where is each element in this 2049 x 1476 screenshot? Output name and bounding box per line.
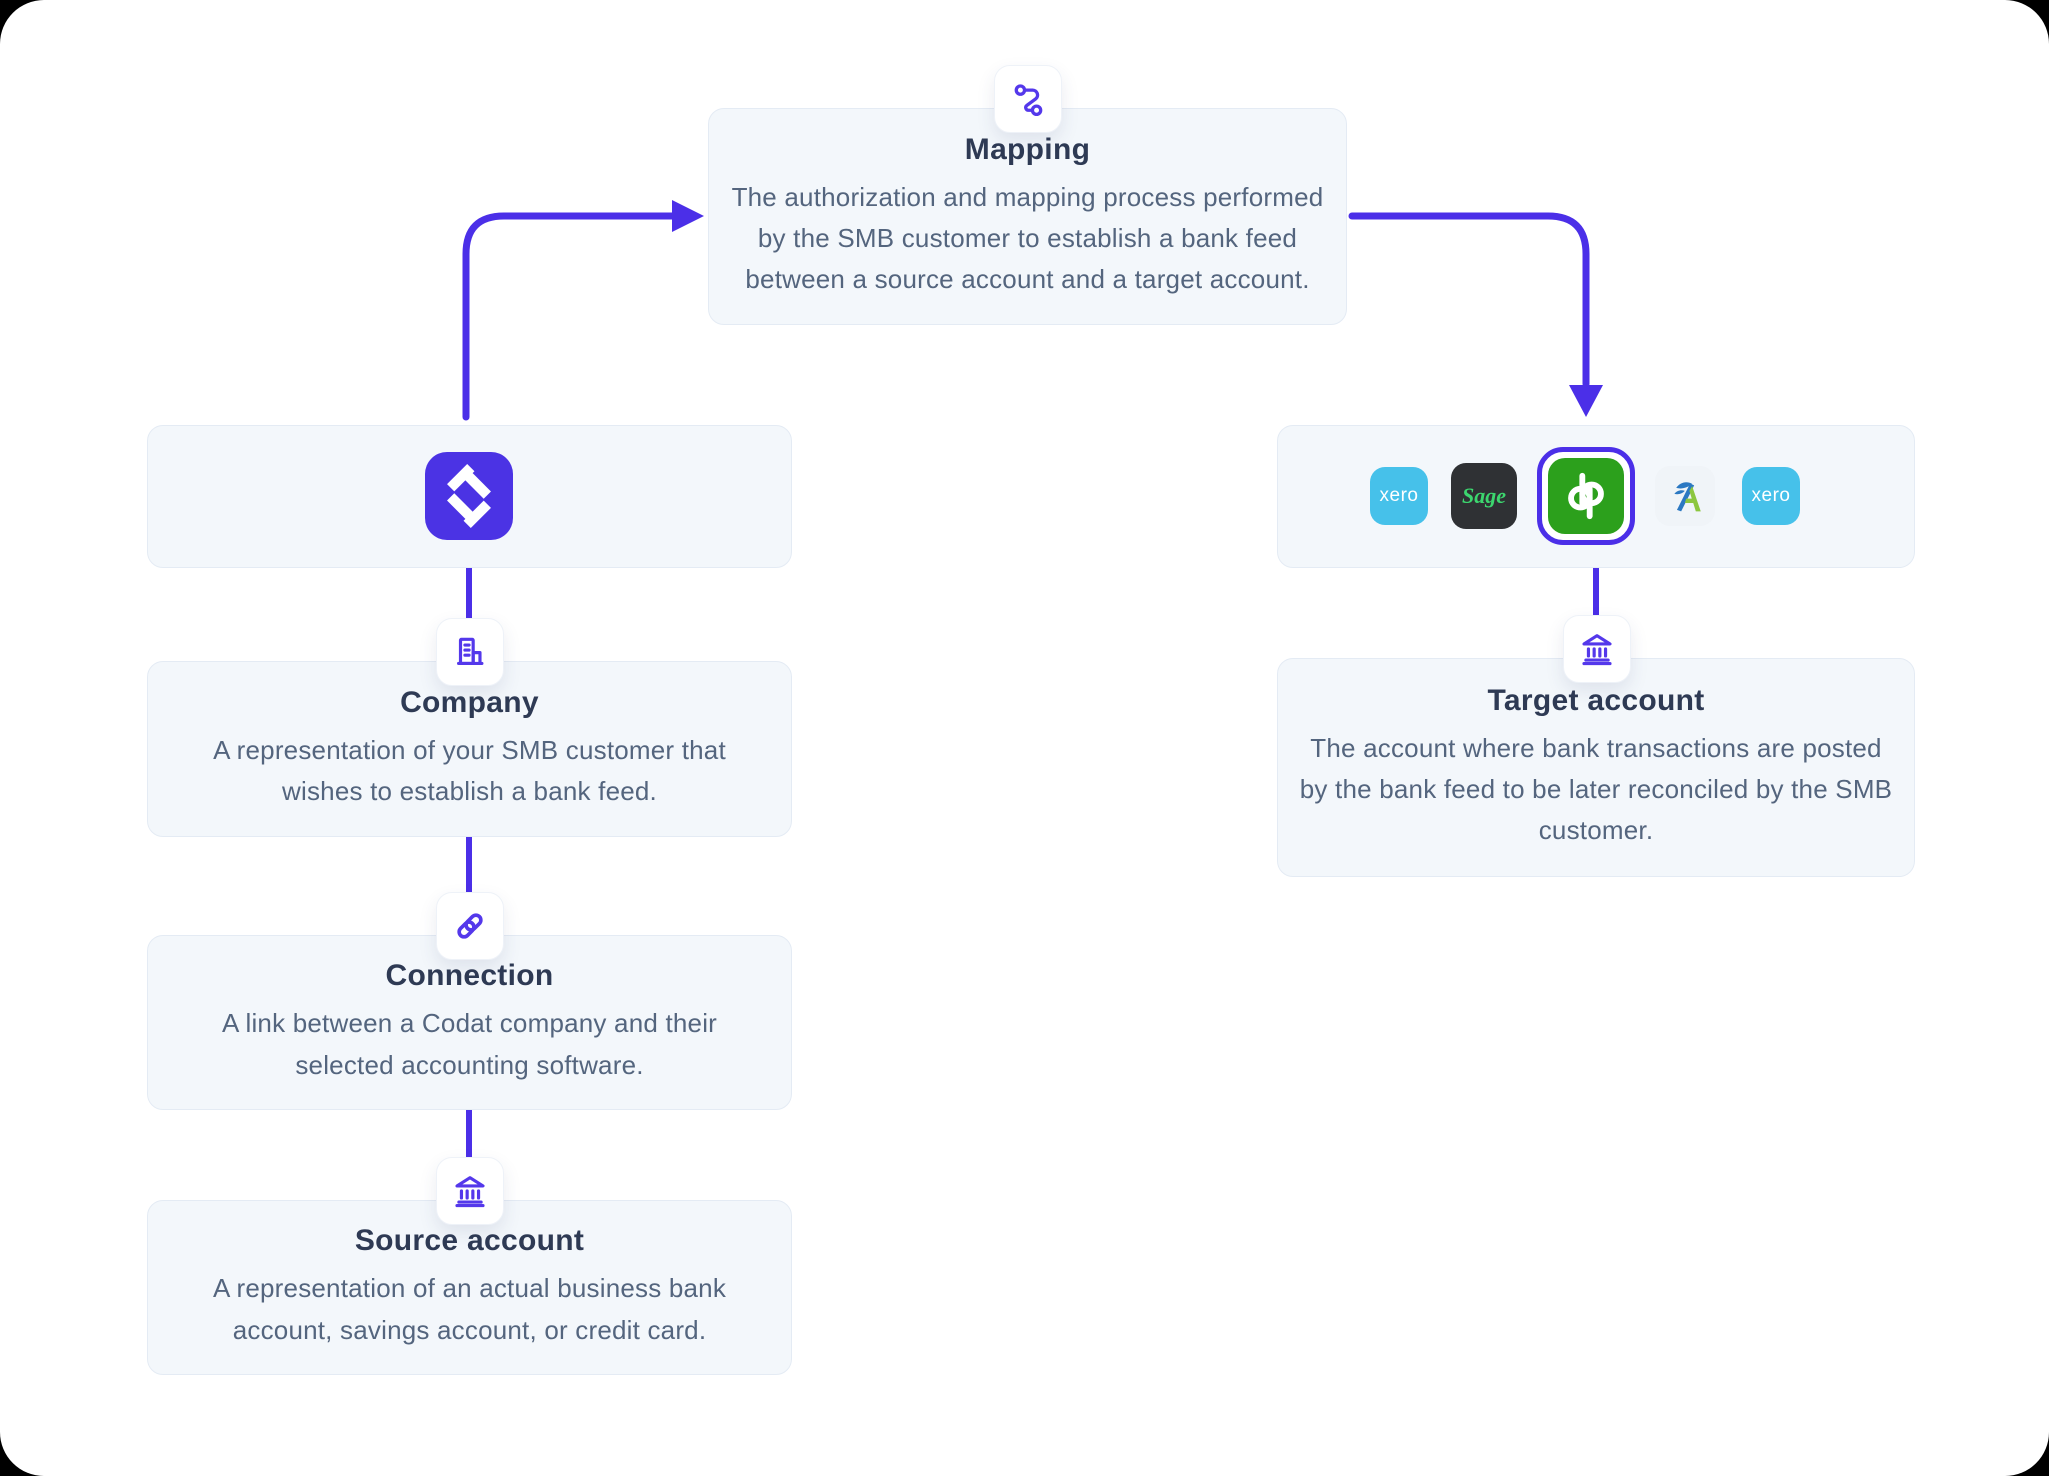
source-account-badge (436, 1157, 504, 1225)
mapping-description: The authorization and mapping process pe… (731, 181, 1324, 295)
company-description: A representation of your SMB customer th… (213, 734, 726, 806)
integration-tile-sage[interactable]: Sage (1451, 463, 1517, 529)
card-target-account: Target account The account where bank tr… (1277, 658, 1915, 877)
mapping-badge (994, 65, 1062, 133)
source-account-title: Source account (354, 1224, 585, 1258)
freeagent-logo (1674, 482, 1701, 512)
integration-tile-quickbooks-selected[interactable] (1537, 447, 1635, 545)
company-badge (436, 618, 504, 686)
card-source-account: Source account A representation of an ac… (147, 1200, 792, 1375)
card-connection: Connection A link between a Codat compan… (147, 935, 792, 1110)
arrowhead-right-icon (672, 200, 704, 232)
source-account-description: A representation of an actual business b… (212, 1273, 727, 1345)
arrow-mapping-to-integrations (1348, 212, 1590, 388)
company-title: Company (400, 685, 539, 719)
xero-logo: xero (1379, 485, 1419, 506)
integration-tile-xero-1[interactable]: xero (1370, 467, 1428, 525)
xero-logo: xero (1751, 485, 1791, 506)
bank-icon (1582, 634, 1612, 666)
link-icon (457, 913, 483, 939)
arrowhead-down-icon (1569, 385, 1603, 417)
target-account-description: The account where bank transactions are … (1299, 732, 1893, 846)
office-building-icon (457, 637, 484, 665)
quickbooks-logo (1548, 458, 1624, 534)
sage-logo: Sage (1462, 483, 1506, 508)
integration-tile-xero-2[interactable]: xero (1742, 467, 1800, 525)
card-company: Company A representation of your SMB cus… (147, 661, 792, 837)
mapping-title: Mapping (964, 132, 1091, 166)
arrow-company-to-mapping (462, 212, 676, 421)
card-mapping: Mapping The authorization and mapping pr… (708, 108, 1347, 325)
target-account-title: Target account (1487, 683, 1705, 717)
connection-badge (436, 892, 504, 960)
bank-icon (455, 1176, 485, 1208)
connection-description: A link between a Codat company and their… (221, 1008, 718, 1080)
target-account-badge (1563, 615, 1631, 683)
codat-logo (425, 452, 513, 540)
integration-tile-freeagent[interactable] (1655, 466, 1715, 526)
connection-title: Connection (385, 959, 554, 993)
route-icon (1014, 84, 1043, 117)
